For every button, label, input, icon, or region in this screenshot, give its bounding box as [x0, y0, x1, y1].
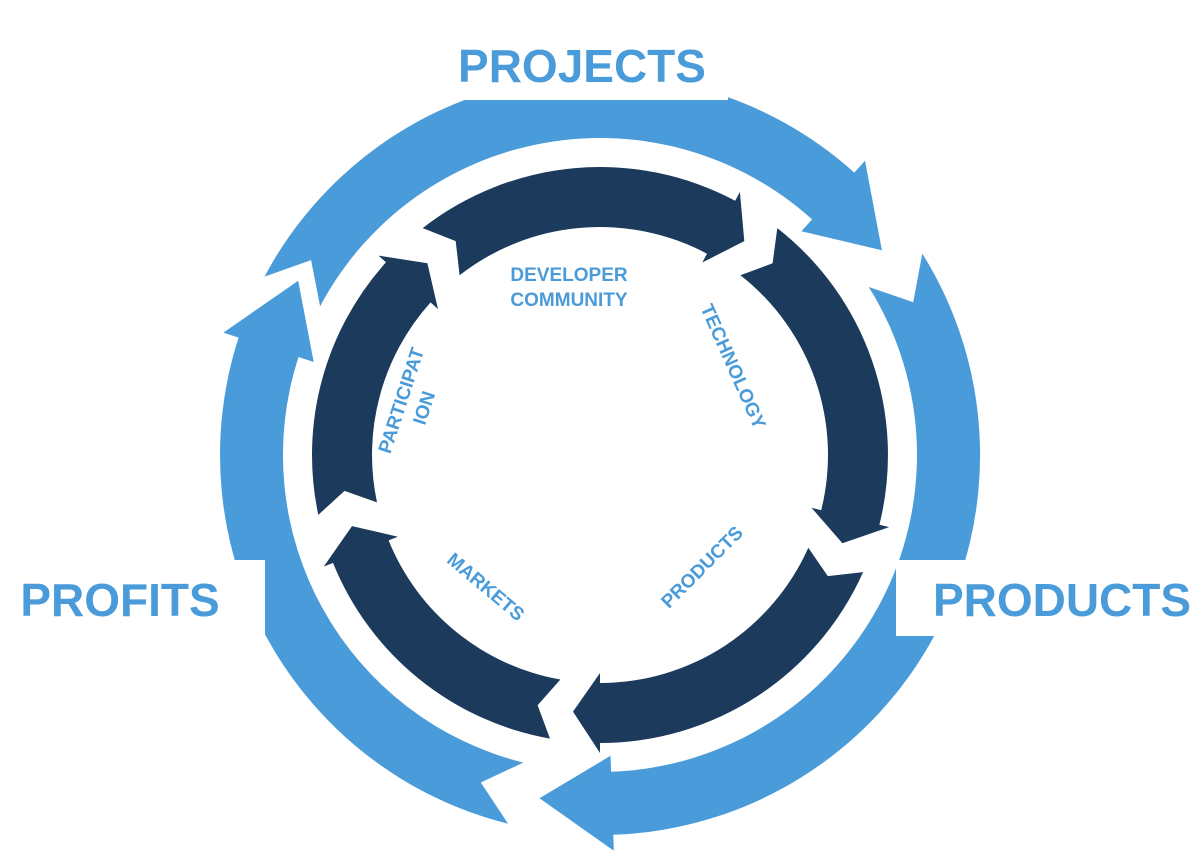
products-inner-label: PRODUCTS: [658, 523, 748, 613]
inner-ring: [312, 167, 890, 753]
inner-arrow-markets: [323, 526, 561, 739]
projects-label-box: [436, 36, 728, 100]
outer-arrow-products-to-profits: [539, 253, 981, 851]
inner-arrow-developer-community: [422, 167, 745, 276]
developer-community-label-line1: DEVELOPER: [510, 265, 627, 286]
developer-community-label-line2: COMMUNITY: [510, 290, 627, 311]
markets-label: MARKETS: [443, 549, 528, 625]
inner-arrow-technology: [740, 228, 890, 544]
technology-label: TECHNOLOGY: [696, 301, 770, 432]
outer-ring: [220, 74, 981, 851]
inner-arrow-products: [573, 547, 864, 753]
products-label-box: [896, 560, 1200, 636]
products-outer-label: PRODUCTS: [933, 574, 1191, 626]
outer-arrow-profits-to-projects: [220, 280, 524, 824]
outer-arrow-projects-to-products: [264, 74, 882, 307]
inner-arrow-participation: [312, 255, 438, 515]
profits-label-box: [0, 560, 265, 636]
profits-label: PROFITS: [20, 574, 219, 626]
projects-label: PROJECTS: [458, 40, 706, 92]
